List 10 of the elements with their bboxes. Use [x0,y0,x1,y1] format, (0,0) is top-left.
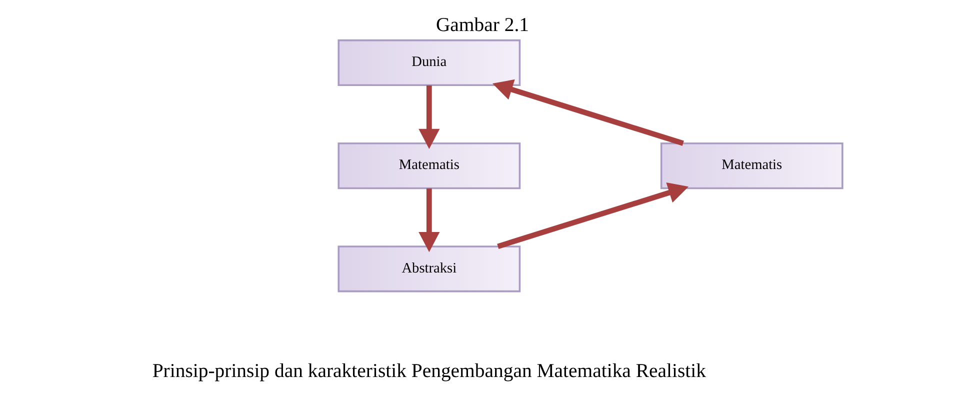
node-box: Abstraksi [338,246,521,292]
caption: Prinsip-prinsip dan karakteristik Pengembangan Matematika Realistik [152,360,706,382]
arrow [418,188,440,252]
arrow [497,182,689,249]
arrow [492,79,684,146]
arrow [418,85,440,149]
node-box: Matematis [660,142,844,190]
node-box: Matematis [338,142,521,190]
node-box: Dunia [338,39,521,86]
diagram-title: Gambar 2.1 [436,14,530,36]
